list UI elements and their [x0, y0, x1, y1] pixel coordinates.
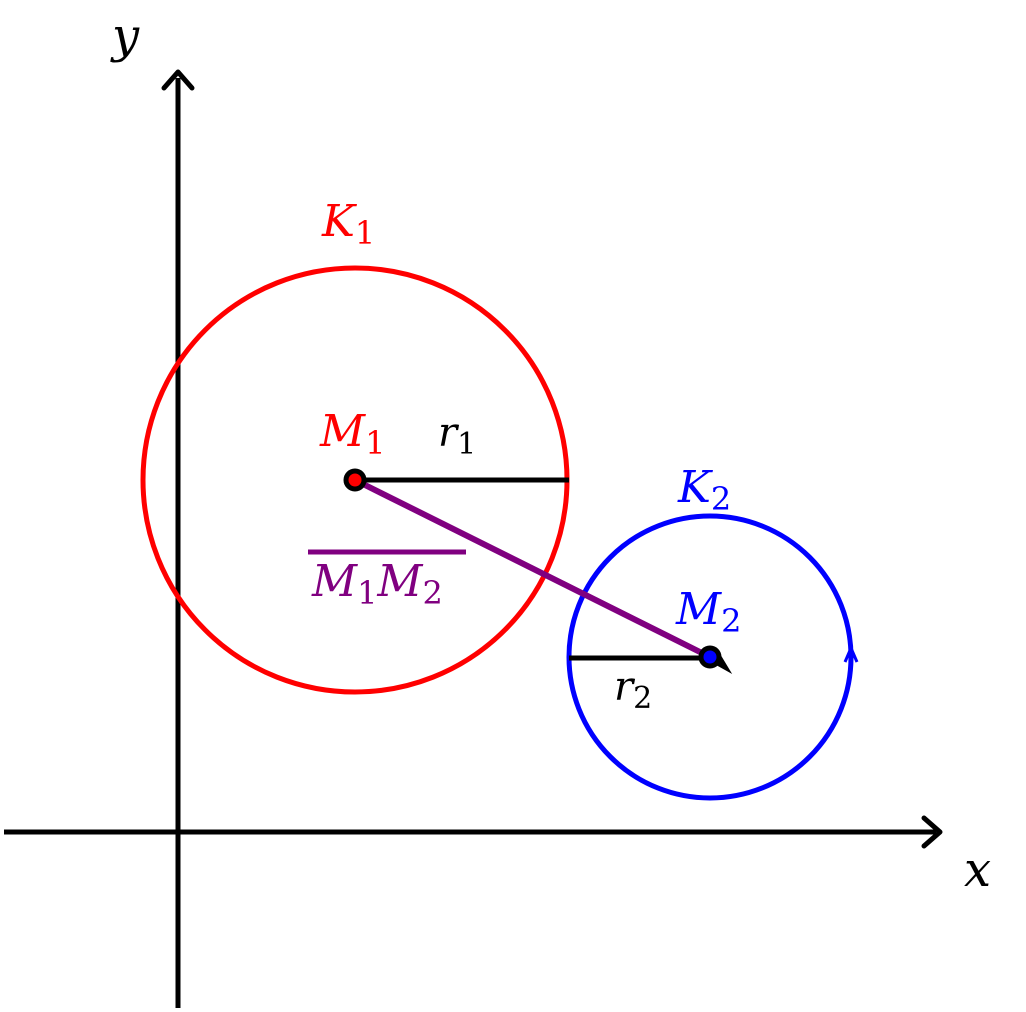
point-m2-label: M2 — [675, 584, 741, 640]
point-m1-label: M1 — [319, 406, 385, 462]
circle-k1-label: K1 — [321, 196, 375, 252]
x-axis-label: x — [964, 842, 991, 898]
circle-k2-label: K2 — [677, 462, 731, 518]
segment-m1m2-label: M1M2 — [311, 556, 443, 612]
radius-r2-label: r2 — [614, 664, 652, 716]
point-m2 — [698, 645, 722, 669]
circle-k2-arrow — [843, 644, 859, 663]
point-m1 — [343, 468, 367, 492]
segment-m1m2 — [353, 477, 712, 660]
radius-r1-label: r1 — [438, 410, 476, 462]
y-axis-label: y — [110, 8, 140, 64]
y-axis-arrowhead — [161, 69, 195, 91]
x-axis-arrowhead — [921, 815, 943, 849]
